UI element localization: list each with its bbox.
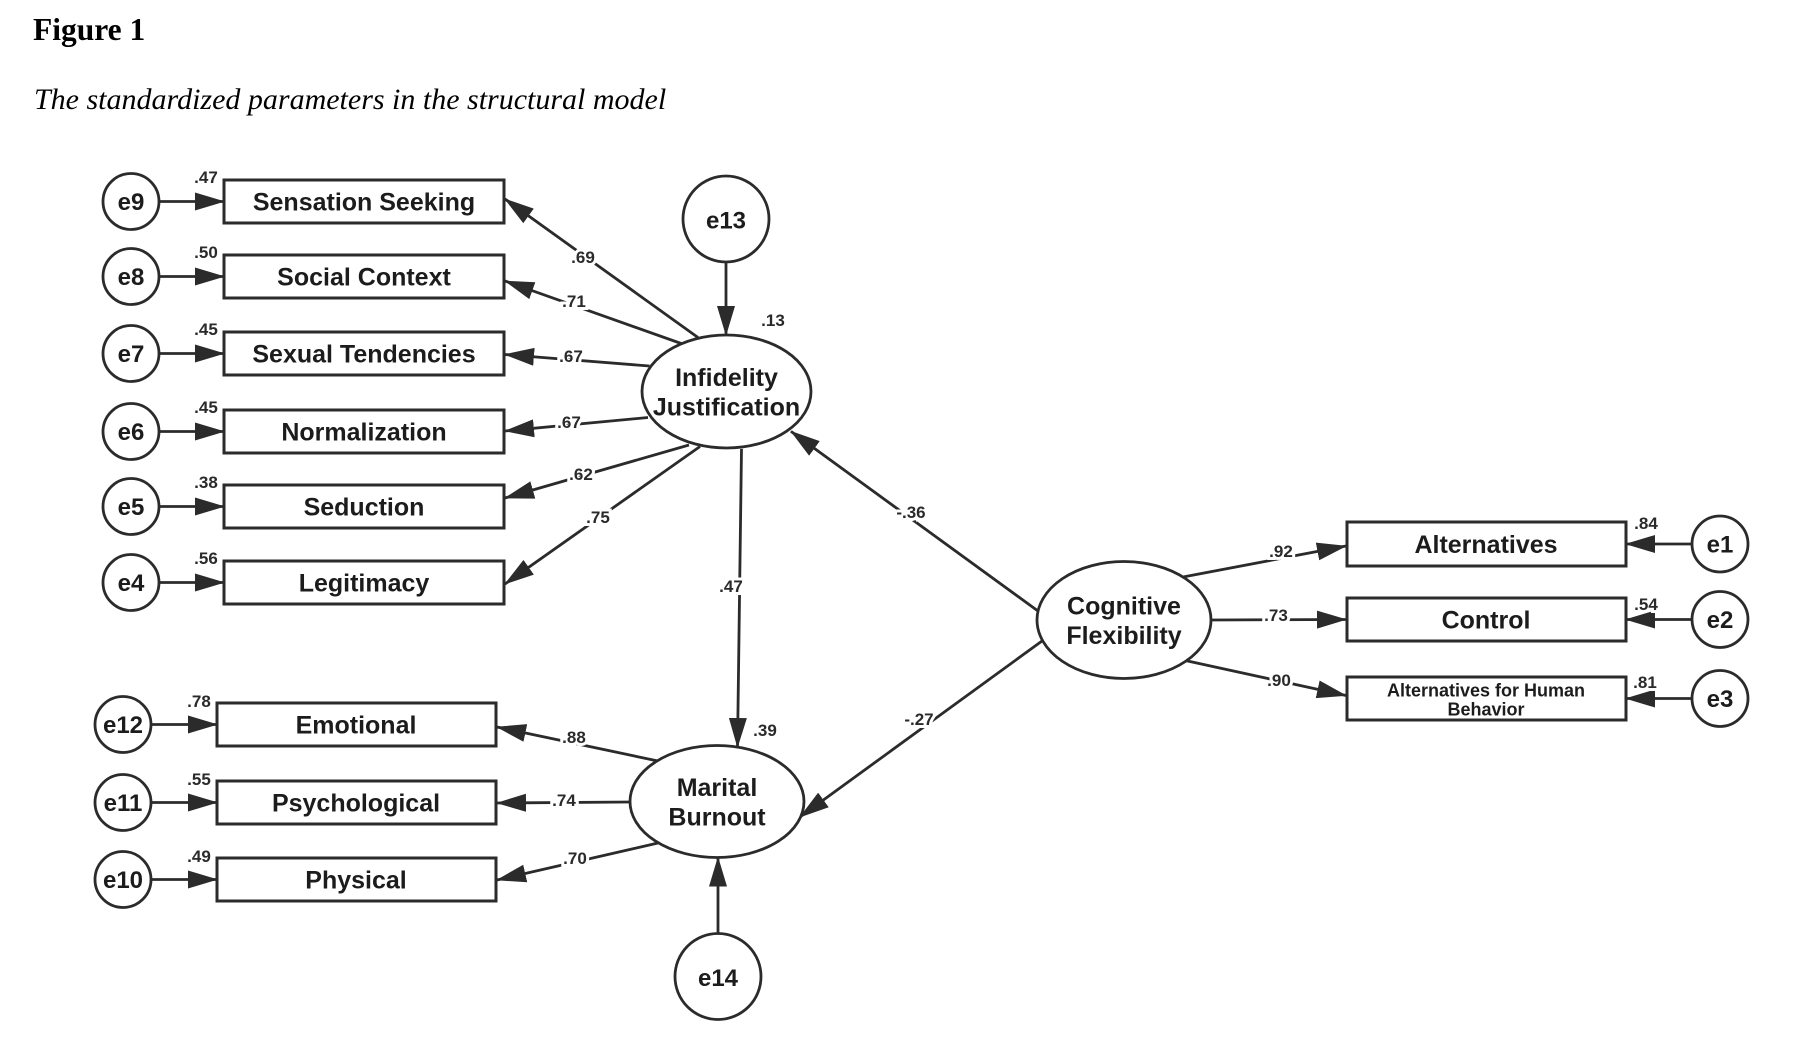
- svg-text:Seduction: Seduction: [304, 494, 425, 522]
- svg-text:.38: .38: [194, 473, 218, 492]
- svg-text:The standardized parameters in: The standardized parameters in the struc…: [34, 83, 666, 116]
- svg-text:Normalization: Normalization: [281, 419, 446, 447]
- svg-text:.54: .54: [1634, 595, 1658, 614]
- svg-text:e13: e13: [706, 208, 746, 235]
- svg-text:.67: .67: [557, 413, 581, 432]
- svg-text:.47: .47: [194, 168, 218, 187]
- svg-text:Marital: Marital: [677, 774, 758, 802]
- svg-text:.67: .67: [559, 347, 583, 366]
- svg-text:e9: e9: [118, 189, 145, 216]
- svg-text:Social Context: Social Context: [277, 264, 451, 292]
- svg-text:.75: .75: [586, 508, 610, 527]
- svg-text:.69: .69: [571, 248, 595, 267]
- svg-text:.74: .74: [552, 791, 576, 810]
- svg-text:Justification: Justification: [653, 394, 800, 422]
- svg-text:e3: e3: [1707, 686, 1734, 713]
- svg-text:Emotional: Emotional: [296, 712, 417, 740]
- svg-text:e7: e7: [118, 341, 145, 368]
- svg-text:.84: .84: [1634, 514, 1658, 533]
- svg-text:Sensation Seeking: Sensation Seeking: [253, 189, 475, 217]
- svg-text:-.36: -.36: [896, 503, 925, 522]
- svg-text:.90: .90: [1267, 671, 1291, 690]
- svg-text:.45: .45: [194, 398, 218, 417]
- svg-text:.45: .45: [194, 320, 218, 339]
- svg-text:.78: .78: [187, 692, 211, 711]
- svg-text:.13: .13: [761, 311, 785, 330]
- svg-text:e12: e12: [103, 712, 143, 739]
- svg-text:e2: e2: [1707, 607, 1734, 634]
- svg-text:Control: Control: [1442, 607, 1531, 635]
- svg-text:Cognitive: Cognitive: [1067, 593, 1181, 621]
- svg-text:.56: .56: [194, 549, 218, 568]
- svg-text:e8: e8: [118, 264, 145, 291]
- svg-text:e10: e10: [103, 867, 143, 894]
- svg-text:Psychological: Psychological: [272, 790, 440, 818]
- svg-text:e1: e1: [1707, 532, 1734, 559]
- svg-text:Flexibility: Flexibility: [1066, 622, 1181, 650]
- svg-text:.39: .39: [753, 721, 777, 740]
- svg-text:Alternatives: Alternatives: [1414, 531, 1557, 559]
- svg-text:e6: e6: [118, 419, 145, 446]
- svg-text:.50: .50: [194, 243, 218, 262]
- svg-text:.73: .73: [1264, 606, 1288, 625]
- svg-text:.49: .49: [187, 847, 211, 866]
- svg-text:.70: .70: [563, 849, 587, 868]
- svg-text:.88: .88: [562, 728, 586, 747]
- svg-text:Figure 1: Figure 1: [33, 12, 145, 47]
- svg-text:Sexual Tendencies: Sexual Tendencies: [252, 341, 475, 369]
- svg-text:Physical: Physical: [305, 867, 406, 895]
- svg-text:e5: e5: [118, 494, 145, 521]
- svg-text:Behavior: Behavior: [1447, 700, 1524, 720]
- svg-text:e11: e11: [104, 790, 143, 817]
- svg-text:Burnout: Burnout: [668, 804, 766, 832]
- svg-text:.81: .81: [1633, 673, 1657, 692]
- svg-text:.62: .62: [569, 465, 593, 484]
- svg-text:.71: .71: [562, 292, 586, 311]
- svg-text:e4: e4: [118, 570, 145, 597]
- svg-text:Infidelity: Infidelity: [675, 364, 778, 392]
- svg-text:e14: e14: [698, 965, 739, 992]
- svg-text:.47: .47: [719, 577, 743, 596]
- svg-text:Legitimacy: Legitimacy: [299, 570, 430, 598]
- svg-text:-.27: -.27: [904, 710, 933, 729]
- svg-text:.92: .92: [1269, 542, 1293, 561]
- svg-text:.55: .55: [187, 770, 211, 789]
- svg-text:Alternatives for Human: Alternatives for Human: [1387, 681, 1585, 701]
